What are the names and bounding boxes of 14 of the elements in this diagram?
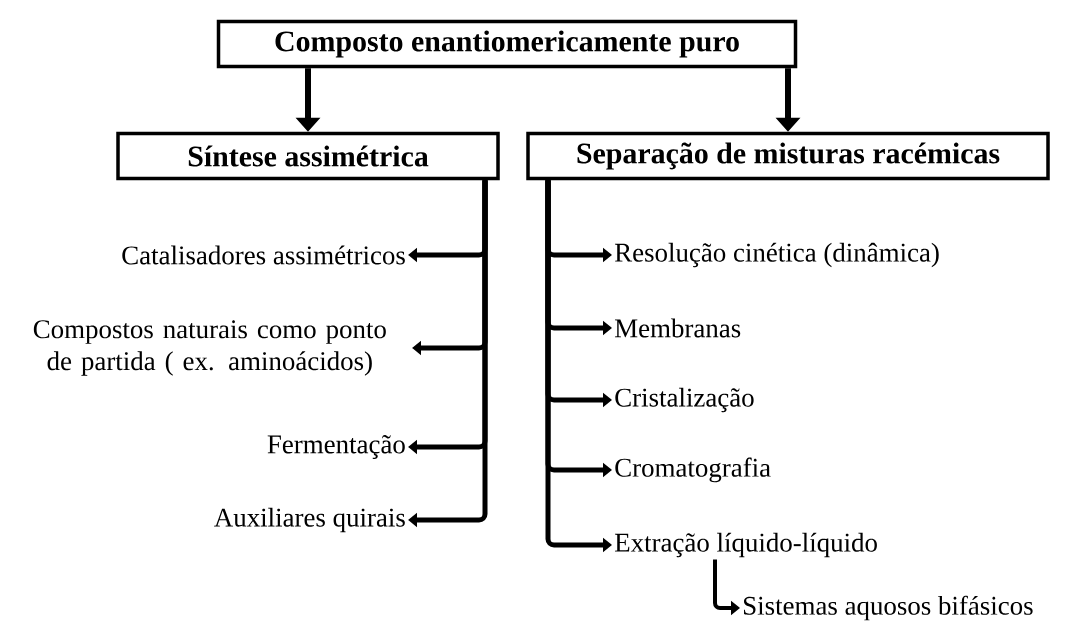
method-label: Extração líquido-líquido [615, 532, 877, 558]
method-label: Cristalização [615, 387, 754, 413]
heading-box: Separação de misturas racémicas [526, 131, 1050, 181]
method-label: Sistemas aquosos bifásicos [744, 595, 1033, 621]
method-label: Resolução cinética (dinâmica) [615, 242, 939, 268]
method-label: Compostos naturais como ponto de partida ( ex. aminoácidos) [33, 320, 386, 376]
heading-box: Síntese assimétrica [116, 131, 500, 181]
method-label: Catalisadores assimétricos [122, 245, 405, 265]
method-label: Fermentação [267, 435, 405, 459]
heading-box: Composto enantiomericamente puro [216, 19, 798, 69]
method-label: Cromatografia [615, 457, 771, 483]
method-label: Membranas [615, 318, 741, 338]
method-label: Auxiliares quirais [214, 507, 405, 533]
arrow [408, 180, 488, 528]
